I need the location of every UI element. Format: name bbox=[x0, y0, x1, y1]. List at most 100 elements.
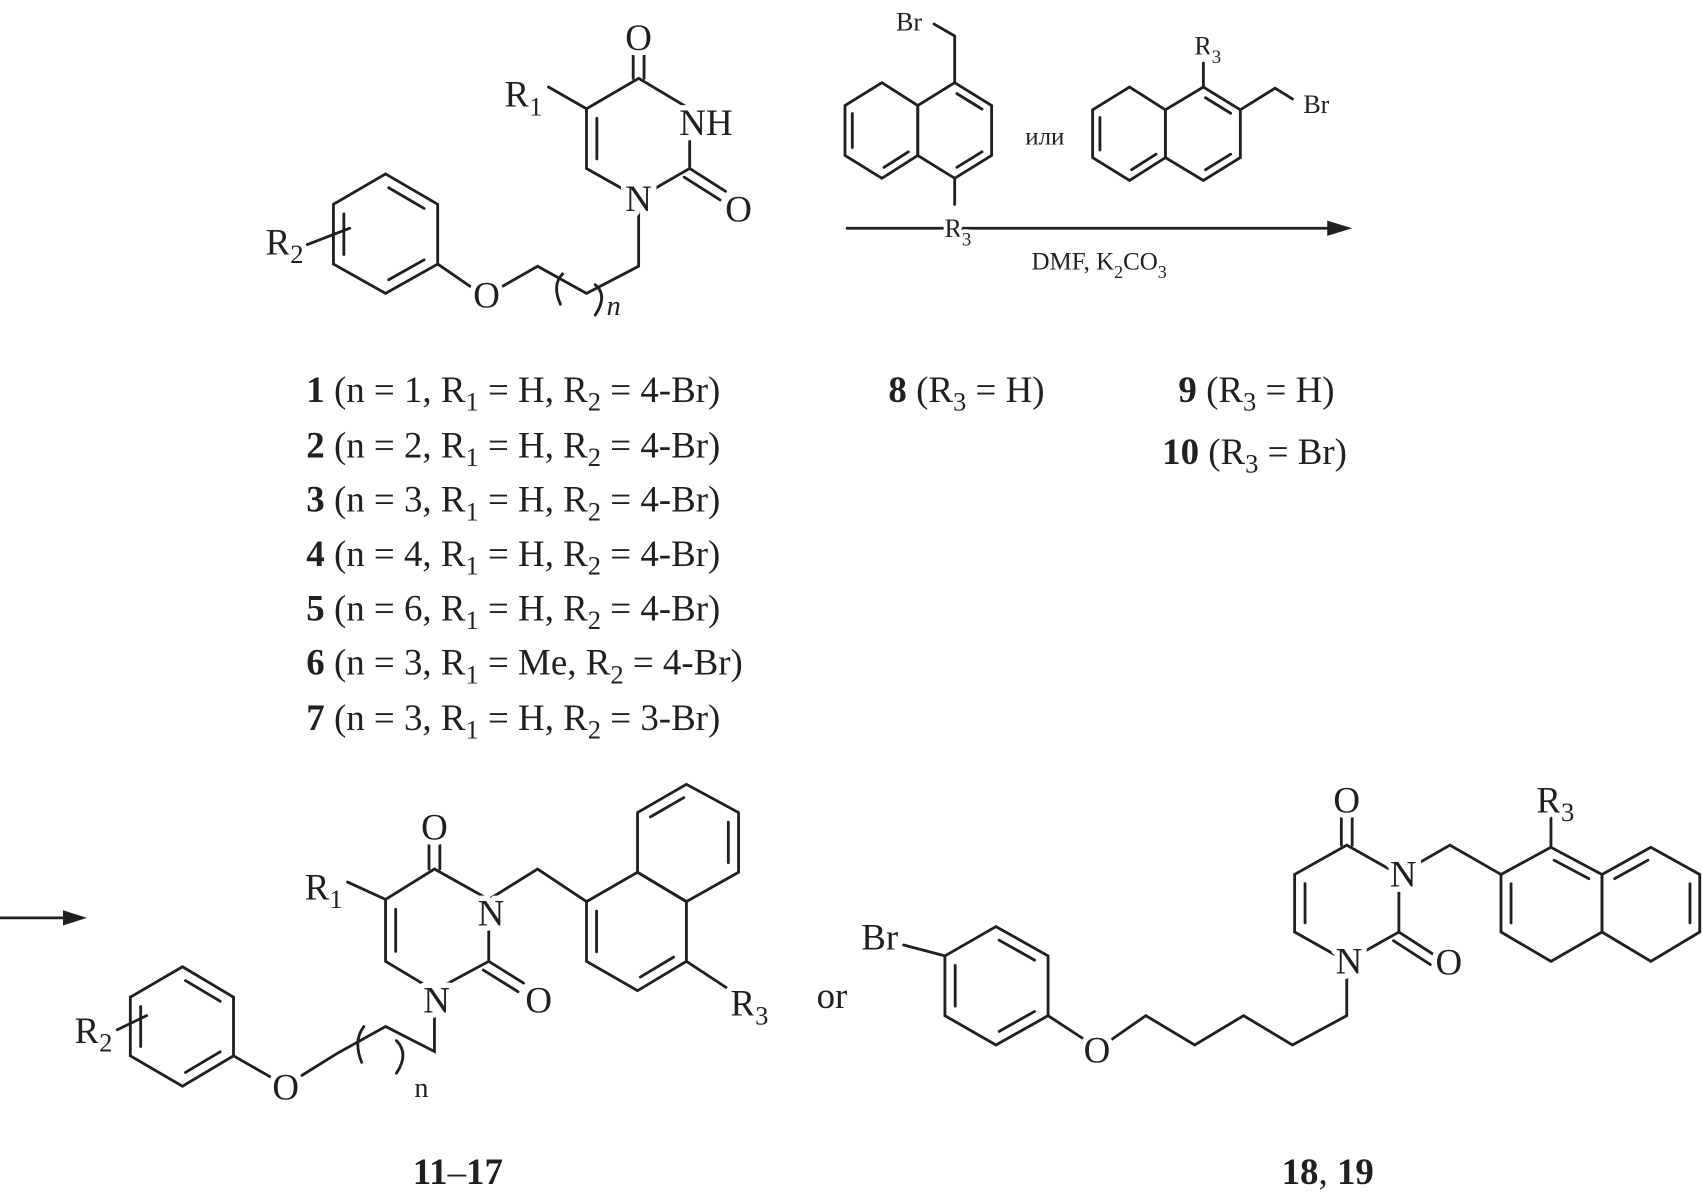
subscript: 2 bbox=[588, 442, 601, 472]
subscript: 2 bbox=[588, 551, 601, 581]
text-segment: Br bbox=[1303, 90, 1329, 119]
naphthalene-ring bbox=[1091, 85, 1167, 183]
substituent-r1: R1 bbox=[505, 74, 543, 122]
subscript: 1 bbox=[465, 442, 478, 472]
text-segment: 9 bbox=[1178, 369, 1196, 410]
text-segment: n bbox=[414, 1073, 428, 1104]
naphthalene-ring bbox=[843, 81, 920, 180]
subscript: 3 bbox=[755, 1000, 768, 1030]
naphthalene-ring bbox=[636, 782, 740, 904]
double-bond-line bbox=[1613, 858, 1650, 881]
text-segment: 11 bbox=[413, 1151, 448, 1192]
text-segment: N bbox=[478, 893, 505, 934]
compound-label: 1 (n = 1, R1 = H, R2 = 4-Br) bbox=[306, 369, 720, 417]
subscript: 3 bbox=[1158, 262, 1167, 282]
double-bond-line bbox=[997, 938, 1037, 962]
atom-o: O bbox=[1333, 780, 1360, 821]
subscript: 1 bbox=[465, 605, 478, 635]
bond-lines bbox=[0, 22, 1553, 1079]
naphthalene-ring bbox=[585, 870, 688, 993]
double-bond-line bbox=[638, 955, 675, 979]
atom-o: O bbox=[1084, 1029, 1111, 1070]
double-bond-line bbox=[184, 979, 222, 1003]
subscript: 1 bbox=[465, 387, 478, 417]
atom-o: O bbox=[272, 1066, 299, 1107]
text-segment: (n = 3, R bbox=[325, 479, 466, 521]
subscript: 3 bbox=[1245, 449, 1258, 479]
double-bond-line bbox=[387, 186, 426, 210]
double-bond-line bbox=[649, 796, 686, 819]
naphthalene-ring bbox=[916, 81, 994, 180]
text-segment: (R bbox=[1199, 431, 1246, 473]
double-bond-line bbox=[1552, 858, 1591, 881]
text-segment: (R bbox=[907, 369, 954, 411]
text-segment: = Br) bbox=[1258, 431, 1346, 473]
text-segment: O bbox=[625, 17, 652, 58]
text-segment: = H, R bbox=[479, 424, 588, 465]
compound-label: 2 (n = 2, R1 = H, R2 = 4-Br) bbox=[306, 424, 720, 472]
text-segment: N bbox=[423, 979, 450, 1020]
subscript: 3 bbox=[962, 230, 971, 251]
subscript: 1 bbox=[465, 659, 478, 689]
uracil-ring bbox=[384, 867, 491, 993]
atom-nh: NH bbox=[679, 102, 732, 143]
text-segment: = 4-Br) bbox=[601, 533, 720, 575]
text-segment: – bbox=[447, 1151, 467, 1192]
compound-label: 6 (n = 3, R1 = Me, R2 = 4-Br) bbox=[306, 642, 743, 690]
double-bond-line bbox=[955, 150, 984, 169]
text-segment: R bbox=[74, 1010, 99, 1051]
text-segment: 17 bbox=[466, 1151, 503, 1192]
reagent-label: 10 (R3 = Br) bbox=[1162, 431, 1347, 479]
text-segment: 6 bbox=[306, 642, 324, 683]
text-segment: N bbox=[1390, 853, 1417, 894]
double-bond-line bbox=[387, 258, 426, 282]
atom-o: O bbox=[1436, 941, 1463, 982]
text-segment: O bbox=[725, 189, 752, 230]
or-label: or bbox=[817, 975, 848, 1016]
text-segment: = 4-Br) bbox=[624, 642, 743, 684]
subscript: 2 bbox=[610, 659, 623, 689]
text-segment: R bbox=[266, 221, 291, 262]
substituent-r1: R1 bbox=[305, 866, 343, 914]
starting-material-list: 1 (n = 1, R1 = H, R2 = 4-Br) 2 (n = 2, R… bbox=[306, 369, 743, 745]
subscript: 2 bbox=[1114, 262, 1123, 282]
subscript: 1 bbox=[465, 715, 478, 745]
text-segment: O bbox=[525, 979, 552, 1020]
subscript: 3 bbox=[953, 387, 966, 417]
text-segment: = H) bbox=[966, 369, 1044, 411]
text-segment: 4 bbox=[306, 533, 324, 574]
subscript: 2 bbox=[588, 715, 601, 745]
subscript: 1 bbox=[529, 91, 542, 121]
text-segment: R bbox=[1536, 780, 1561, 821]
substituent-r3: R3 bbox=[1194, 31, 1221, 68]
text-segment: R bbox=[945, 214, 963, 243]
compound-label: 5 (n = 6, R1 = H, R2 = 4-Br) bbox=[306, 587, 720, 635]
double-bond-line bbox=[997, 1010, 1037, 1033]
text-segment: R bbox=[1194, 31, 1212, 60]
substituent-r3: R3 bbox=[945, 214, 972, 251]
compound-label: 4 (n = 4, R1 = H, R2 = 4-Br) bbox=[306, 533, 720, 581]
text-segment: = H, R bbox=[479, 587, 588, 628]
subscript: 1 bbox=[465, 551, 478, 581]
text-segment: = H) bbox=[1256, 369, 1334, 411]
text-segment: = 4-Br) bbox=[601, 479, 720, 521]
text-segment: (n = 6, R bbox=[325, 587, 466, 629]
substituent-r2: R2 bbox=[266, 221, 304, 269]
double-bond-line bbox=[1204, 152, 1233, 172]
atom-br: Br bbox=[896, 8, 922, 37]
atom-n: N bbox=[1390, 853, 1417, 894]
text-segment: 19 bbox=[1337, 1151, 1374, 1192]
atom-n: N bbox=[478, 893, 505, 934]
product-label: 18, 19 bbox=[1282, 1151, 1374, 1192]
text-segment: 3 bbox=[306, 479, 324, 520]
text-segment: DMF, K bbox=[1031, 248, 1114, 275]
text-segment: Br bbox=[861, 916, 898, 957]
phenyl-ring bbox=[943, 924, 1050, 1047]
substituent-r3: R3 bbox=[730, 983, 768, 1031]
atom-o: O bbox=[625, 17, 652, 58]
atom-n: N bbox=[423, 979, 450, 1020]
atom-o: O bbox=[725, 189, 752, 230]
text-segment: O bbox=[1436, 941, 1463, 982]
text-segment: = H, R bbox=[479, 533, 588, 574]
